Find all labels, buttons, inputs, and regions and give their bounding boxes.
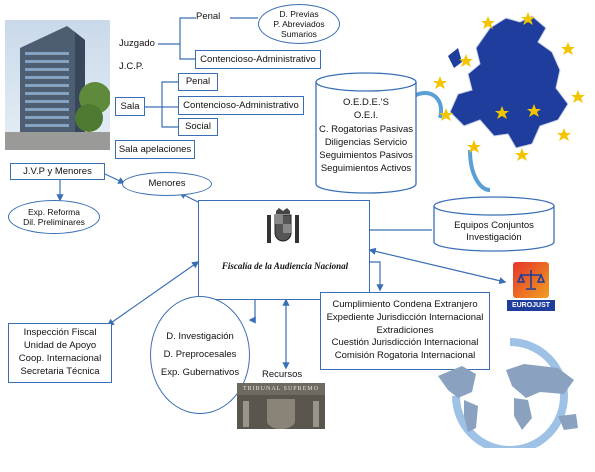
cylinder-line: Seguimientos Pasivos — [319, 150, 413, 162]
box-line: Extradiciones — [376, 324, 434, 336]
cylinder-top: O.E.D.E.’S O.E.I. C. Rogatorias Pasivas … — [314, 72, 418, 194]
cylinder-line: Seguimientos Activos — [320, 163, 412, 175]
eurojust-label: EUROJUST — [507, 300, 555, 311]
recursos-label: Recursos — [262, 369, 303, 380]
eu-map-icon — [433, 12, 585, 161]
box-line: Coop. Internacional — [18, 353, 102, 364]
oval-line: Exp. Gubernativos — [160, 367, 240, 379]
sala-box: Sala — [115, 97, 145, 116]
oval-line: D. Investigación — [166, 330, 234, 342]
oval-line: D. Previas — [279, 8, 319, 19]
eurojust-logo: EUROJUST — [507, 262, 555, 314]
cylinder-line: O.E.I. — [353, 110, 379, 122]
world-map-icon — [438, 338, 578, 448]
oval-line: Dil. Preliminares — [23, 217, 85, 227]
oval-line: D. Preprocesales — [163, 348, 237, 360]
supremo-photo: TRIBUNAL SUPREMO — [237, 383, 325, 429]
center-title: Fiscalía de la Audiencia Nacional — [221, 261, 349, 271]
cylinder-line: Equipos Conjuntos — [454, 220, 534, 231]
oval-line: Exp. Reforma — [28, 206, 80, 217]
spain-coat-of-arms-icon — [267, 208, 299, 243]
left-functions-box: Inspección Fiscal Unidad de Apoyo Coop. … — [8, 323, 112, 383]
sala-social-box: Social — [178, 118, 218, 136]
juzgado-penal-oval: D. Previas P. Abreviados Sumarios — [258, 4, 340, 44]
box-line: Secretaria Técnica — [20, 365, 100, 377]
oval-line: P. Abreviados — [273, 18, 325, 29]
box-line: Unidad de Apoyo — [23, 340, 97, 352]
box-line: Cumplimiento Condena Extranjero — [332, 298, 478, 310]
cylinder-line: C. Rogatorias Pasivas — [319, 123, 413, 135]
cylinder-line: Investigación — [466, 232, 522, 244]
box-line: Cuestión Jurisdicción Internacional — [331, 337, 479, 349]
sala-apelaciones-box: Sala apelaciones — [115, 140, 195, 159]
right-functions-box: Cumplimiento Condena Extranjero Expedien… — [320, 292, 490, 370]
menores-oval: Menores — [122, 172, 212, 196]
building-photo — [5, 20, 110, 150]
box-line: Expediente Jurisdicción Internacional — [326, 311, 484, 323]
scales-icon — [517, 270, 545, 290]
exp-reforma-oval: Exp. Reforma Dil. Preliminares — [8, 200, 100, 234]
diligencias-oval: D. Investigación D. Preprocesales Exp. G… — [150, 296, 250, 414]
cylinder-line: Diligencias Servicio — [324, 136, 408, 148]
jvp-box: J.V.P y Menores — [10, 163, 105, 180]
box-line: Comisión Rogatoria Internacional — [334, 350, 476, 362]
cylinder-line: O.E.D.E.’S — [343, 97, 389, 108]
juzgado-penal-box: Penal — [196, 8, 230, 26]
cylinder-bottom: Equipos Conjuntos Investigación — [432, 196, 556, 254]
box-line: Inspección Fiscal — [23, 327, 97, 339]
center-box: Fiscalía de la Audiencia Nacional — [198, 200, 370, 300]
supremo-sign: TRIBUNAL SUPREMO — [243, 386, 319, 392]
jcp-label: J.C.P. — [119, 61, 144, 72]
oval-line: Sumarios — [281, 29, 317, 40]
juzgado-label: Juzgado — [119, 38, 155, 49]
sala-contencioso-box: Contencioso-Administrativo — [178, 96, 304, 115]
sala-penal-box: Penal — [178, 73, 218, 91]
juzgado-contencioso-box: Contencioso-Administrativo — [195, 50, 321, 69]
